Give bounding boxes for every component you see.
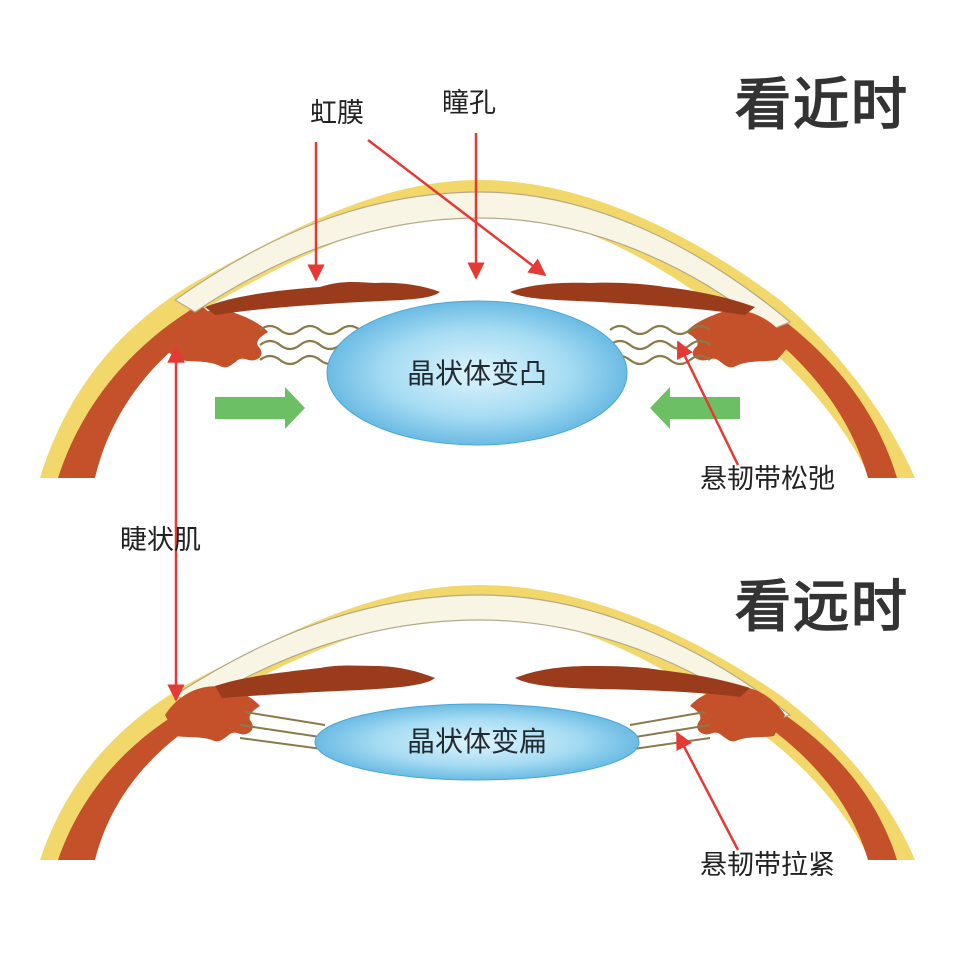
green-arrow-left xyxy=(215,387,305,429)
lens-convex xyxy=(326,300,628,446)
ciliary-muscle-left-far xyxy=(165,686,260,742)
cornea-near xyxy=(173,191,792,331)
iris-right-near xyxy=(510,282,755,315)
far-eye xyxy=(40,585,915,860)
title-near: 看近时 xyxy=(735,73,909,138)
near-eye xyxy=(40,180,915,478)
label-pupil: 瞳孔 xyxy=(442,88,496,119)
iris-left-far xyxy=(215,665,435,698)
iris-left-near xyxy=(205,281,440,315)
title-far: 看远时 xyxy=(735,575,909,640)
choroid-far xyxy=(58,700,215,860)
iris-right-far xyxy=(515,666,750,697)
ciliary-muscle-left-near xyxy=(160,310,268,368)
arrow-iris-right xyxy=(367,139,547,277)
green-arrow-right xyxy=(650,387,740,429)
ciliary-muscle-right-far xyxy=(690,686,785,742)
label-zonule-tight: 悬韧带拉紧 xyxy=(700,850,835,881)
label-zonule-relaxed: 悬韧带松弛 xyxy=(700,464,835,495)
lens-label-near: 晶状体变凸 xyxy=(407,357,548,390)
arrow-zonule-relaxed xyxy=(676,340,740,466)
lens-flat xyxy=(314,703,640,781)
lens-label-far: 晶状体变扁 xyxy=(407,725,548,758)
choroid-near xyxy=(58,304,215,478)
label-iris: 虹膜 xyxy=(310,98,364,129)
ciliary-muscle-right-near xyxy=(686,310,790,368)
label-ciliary-muscle: 睫状肌 xyxy=(120,525,201,556)
pointer-arrows xyxy=(167,133,740,851)
zonules-tight xyxy=(239,711,711,750)
cornea-far xyxy=(173,594,792,723)
arrow-zonule-tight xyxy=(675,731,740,851)
